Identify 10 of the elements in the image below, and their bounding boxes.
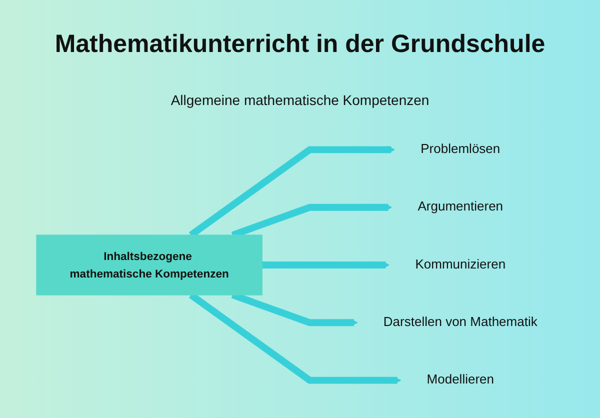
node-box <box>36 234 262 296</box>
node-text: Darstellen von Mathematik <box>383 314 538 330</box>
diagram-title: Mathematikunterricht in der Grundschule <box>54 30 546 59</box>
arrow <box>262 261 390 269</box>
node-text: Argumentieren <box>418 199 504 214</box>
node-text: Kommunizieren <box>415 256 506 272</box>
section-heading: Allgemeine mathematische Kompetenzen <box>170 92 430 108</box>
concept-diagram: Problemlösen Argumentieren Kommunizieren Inhaltsbezogene mathematische Kompetenzen Darstellen von Mathematik Modellieren <box>10 120 590 410</box>
node-text: Modellieren <box>426 372 494 388</box>
node-text: Problemlösen <box>420 142 500 156</box>
